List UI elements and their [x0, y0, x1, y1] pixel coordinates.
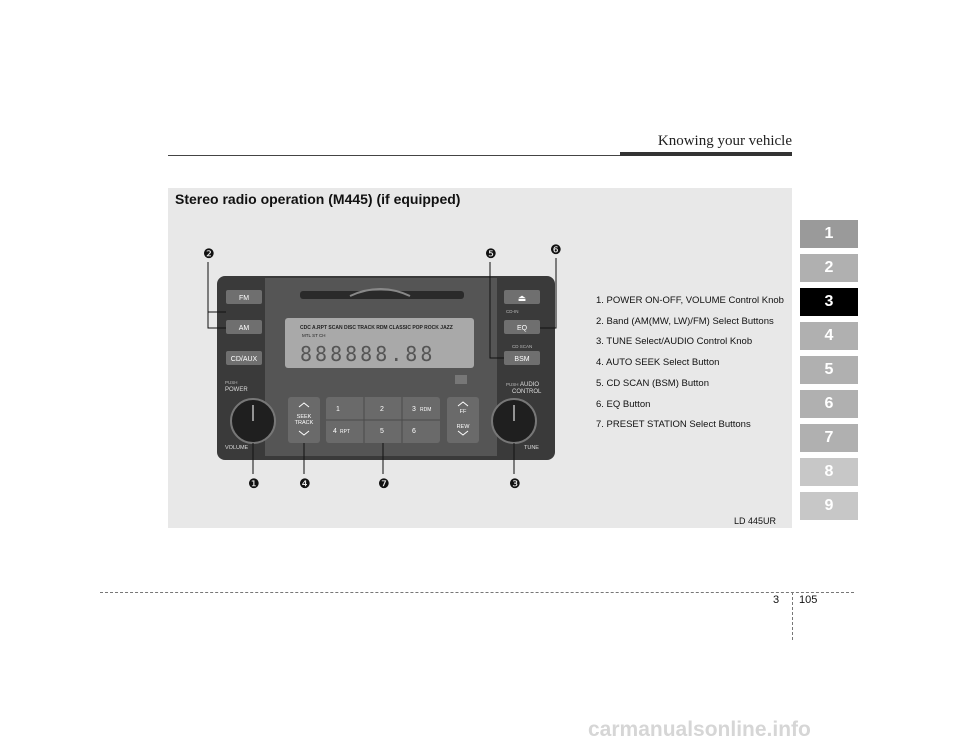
ff-label: FF [460, 409, 467, 415]
chapter-tab-2[interactable]: 2 [800, 254, 858, 282]
figure-code: LD 445UR [733, 516, 776, 526]
preset-6-button[interactable]: 6 [412, 428, 416, 435]
callout-5: ❺ [485, 246, 497, 261]
power-label: POWER [225, 387, 248, 393]
chapter-tab-4[interactable]: 4 [800, 322, 858, 350]
cd-logo [455, 375, 467, 384]
ff-up-icon [457, 401, 469, 407]
cd-scan-label: CD SCAN [512, 344, 532, 349]
push-audio-label: PUSH [506, 382, 519, 387]
fm-button-label: FM [239, 295, 249, 302]
cd-slot-flap [349, 288, 411, 297]
rew-label: REW [457, 424, 471, 430]
header-rule-thin [168, 155, 620, 156]
eq-button-label: EQ [517, 325, 528, 332]
push-power-label: PUSH [225, 380, 238, 385]
preset-4-button[interactable]: 4 [333, 428, 337, 435]
header-rule-thick [620, 152, 792, 156]
legend-item: 4. AUTO SEEK Select Button [596, 357, 720, 369]
rew-down-icon [457, 430, 469, 436]
callout-1: ❶ [248, 476, 260, 491]
rdm-label: RDM [420, 407, 431, 413]
audio-label: AUDIO [520, 382, 539, 388]
display-sub-indicators: MTL ST CH [302, 333, 326, 338]
chapter-tab-9[interactable]: 9 [800, 492, 858, 520]
cd-aux-button-label: CD/AUX [231, 356, 258, 363]
legend: 1. POWER ON-OFF, VOLUME Control Knob 2. … [596, 291, 784, 436]
cd-in-label: CD-IN [506, 309, 519, 314]
volume-label: VOLUME [225, 445, 249, 451]
section-title: Stereo radio operation (M445) (if equipp… [175, 191, 461, 207]
legend-item: 1. POWER ON-OFF, VOLUME Control Knob [596, 295, 784, 306]
legend-item: 7. PRESET STATION Select Buttons [596, 419, 751, 431]
callout-5-leader [489, 262, 504, 359]
callout-7: ❼ [378, 476, 390, 491]
bsm-button[interactable] [504, 351, 540, 365]
rpt-label: RPT [340, 429, 350, 435]
eject-button[interactable] [504, 290, 540, 304]
callout-6: ❻ [550, 242, 562, 257]
preset-2-button[interactable]: 2 [380, 406, 384, 413]
seek-up-icon [298, 402, 310, 408]
eq-button[interactable] [504, 320, 540, 334]
cd-slot [300, 291, 464, 299]
legend-item: 6. EQ Button [596, 398, 651, 410]
cd-aux-button[interactable] [226, 351, 262, 365]
chapter-tab-7[interactable]: 7 [800, 424, 858, 452]
seek-track-button[interactable] [288, 397, 320, 443]
seek-down-icon [298, 430, 310, 436]
page-number: 105 [799, 594, 818, 606]
header-title: Knowing your vehicle [657, 133, 792, 149]
tune-label: TUNE [524, 445, 539, 451]
control-label: CONTROL [512, 389, 542, 395]
am-button-label: AM [239, 325, 250, 332]
callout-2-leader-b [207, 312, 226, 329]
chapter-tab-1[interactable]: 1 [800, 220, 858, 248]
preset-1-button[interactable]: 1 [336, 406, 340, 413]
eject-icon: ⏏ [518, 293, 527, 303]
am-button[interactable] [226, 320, 262, 334]
lcd-display [285, 318, 474, 368]
track-label: TRACK [295, 420, 314, 426]
display-digits: 888888.88 [300, 342, 435, 366]
ff-rew-button[interactable] [447, 397, 479, 443]
footer-rule [100, 592, 854, 593]
chapter-tab-5[interactable]: 5 [800, 356, 858, 384]
chapter-tab-3[interactable]: 3 [800, 288, 858, 316]
footer-divider [792, 592, 793, 640]
legend-item: 3. TUNE Select/AUDIO Control Knob [596, 336, 753, 348]
callout-4: ❹ [299, 476, 311, 491]
preset-3-button[interactable]: 3 [412, 406, 416, 413]
callout-2: ❷ [203, 246, 215, 261]
seek-label: SEEK [297, 414, 312, 420]
bsm-button-label: BSM [514, 356, 529, 363]
callout-6-leader [540, 258, 557, 329]
page-chapter: 3 [773, 594, 780, 606]
legend-item: 2. Band (AM(MW, LW)/FM) Select Buttons [596, 315, 774, 327]
display-indicators: CDC A.RPT SCAN DISC TRACK RDM CLASSIC PO… [300, 325, 453, 331]
fm-button[interactable] [226, 290, 262, 304]
callout-3: ❸ [509, 476, 521, 491]
chapter-tabs: 1 2 3 4 5 6 7 8 9 [800, 220, 858, 526]
preset-5-button[interactable]: 5 [380, 428, 384, 435]
chapter-tab-8[interactable]: 8 [800, 458, 858, 486]
legend-item: 5. CD SCAN (BSM) Button [596, 377, 709, 389]
watermark: carmanualsonline.info [588, 718, 811, 741]
chapter-tab-6[interactable]: 6 [800, 390, 858, 418]
